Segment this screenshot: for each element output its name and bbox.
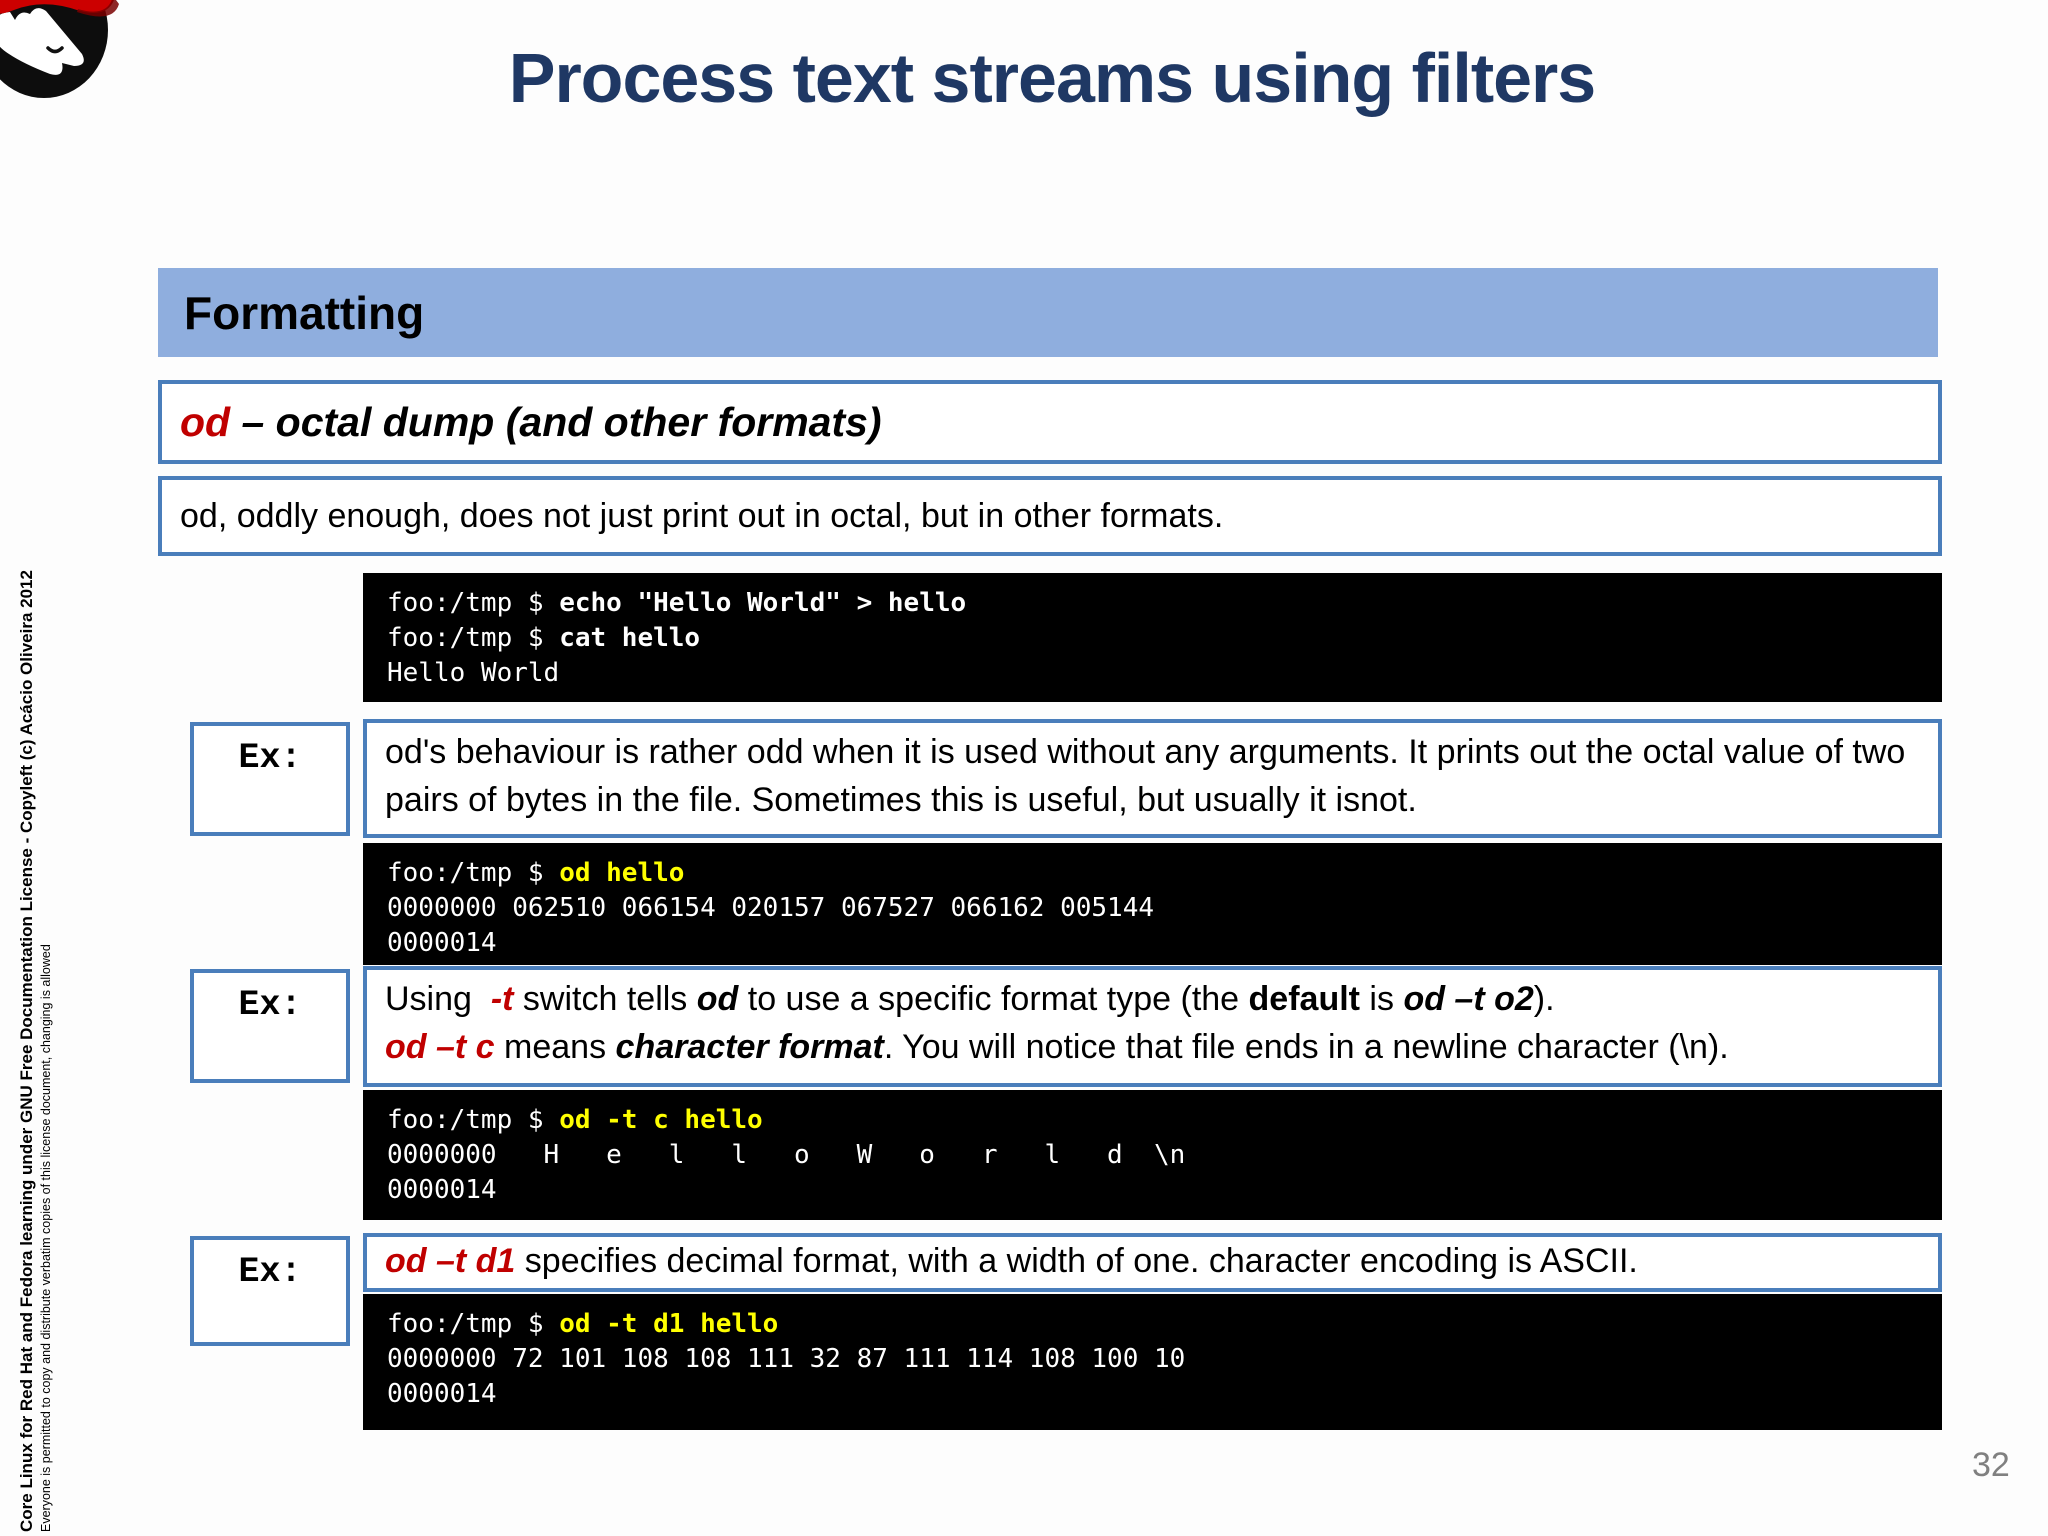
redhat-logo-icon <box>0 0 119 98</box>
example-2-text-box: Using -t switch tells od to use a specif… <box>363 966 1942 1087</box>
example-label: Ex: <box>238 738 302 778</box>
command-heading-rest: – octal dump (and other formats) <box>230 398 882 445</box>
example-2-label-box: Ex: <box>190 969 350 1083</box>
sidebar-license: Core Linux for Red Hat and Fedora learni… <box>16 500 54 1532</box>
license-line: Core Linux for Red Hat and Fedora learni… <box>17 570 36 1532</box>
section-header-label: Formatting <box>184 286 425 339</box>
page-number: 32 <box>1972 1446 2010 1484</box>
section-header-bar: Formatting <box>158 268 1938 357</box>
command-description: od, oddly enough, does not just print ou… <box>180 496 1224 535</box>
example-label: Ex: <box>238 985 302 1025</box>
command-description-box: od, oddly enough, does not just print ou… <box>158 476 1942 556</box>
page-title: Process text streams using filters <box>508 39 1596 117</box>
example-label: Ex: <box>238 1252 302 1292</box>
command-keyword: od <box>180 398 231 445</box>
example-3-label-box: Ex: <box>190 1236 350 1346</box>
example-3-text-box: od –t d1 specifies decimal format, with … <box>363 1233 1942 1292</box>
permission-line: Everyone is permitted to copy and distri… <box>39 944 53 1532</box>
command-heading-box: od – octal dump (and other formats) <box>158 380 1942 464</box>
example-1-text-box: od's behaviour is rather odd when it is … <box>363 719 1942 838</box>
example-1-label-box: Ex: <box>190 722 350 836</box>
